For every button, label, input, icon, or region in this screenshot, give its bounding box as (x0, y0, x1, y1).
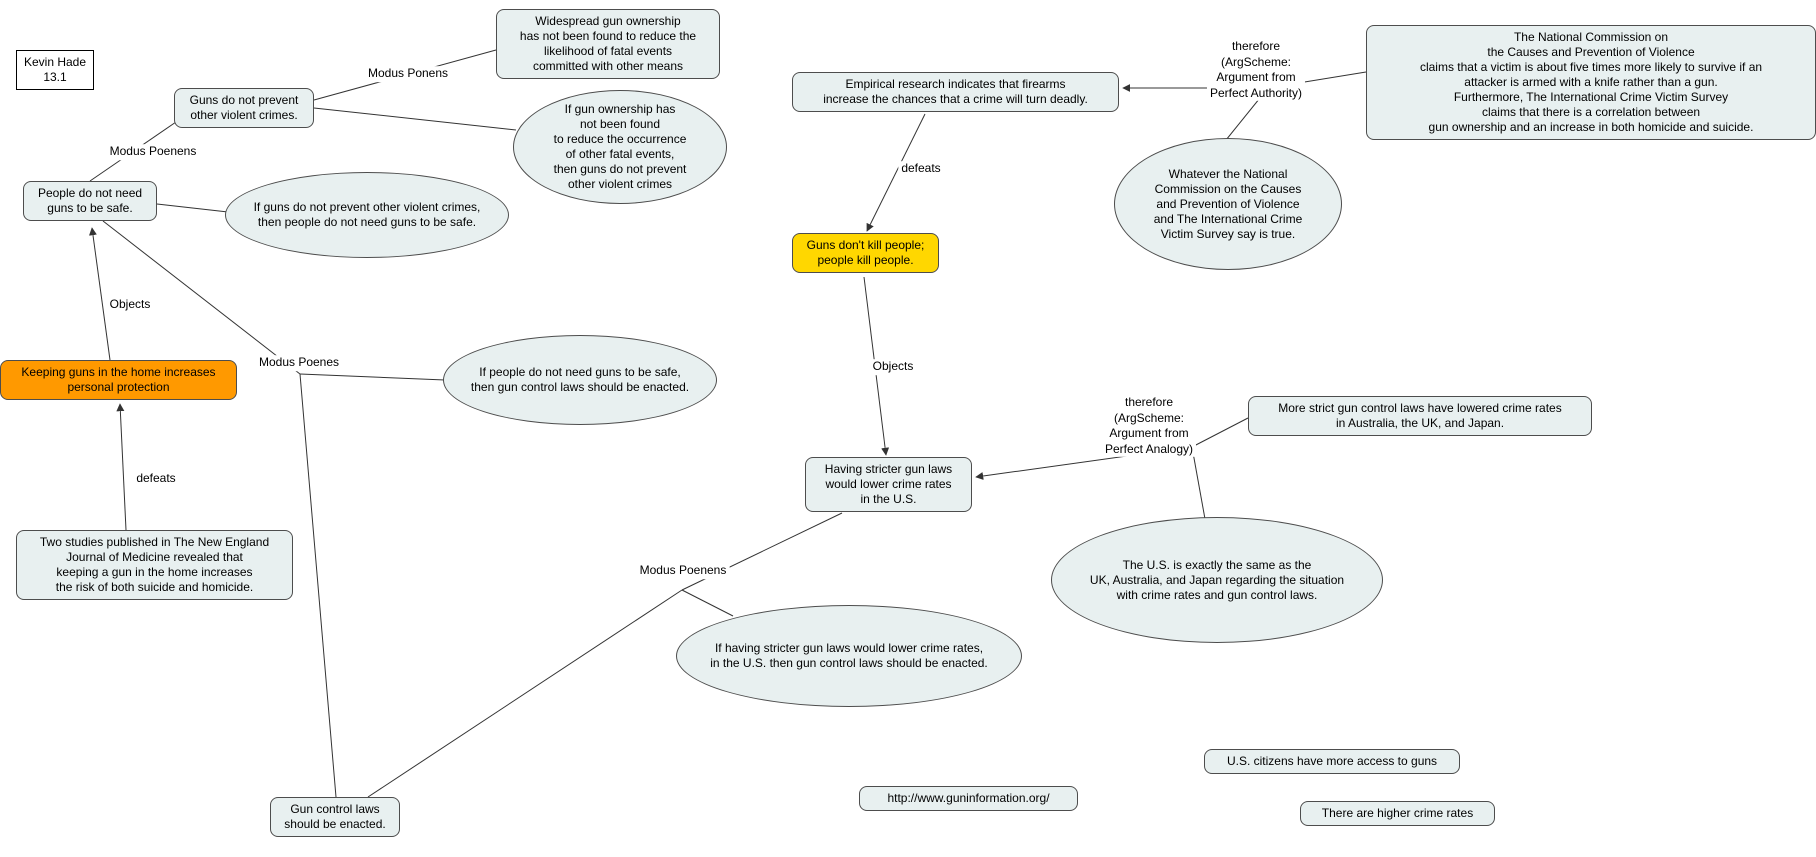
node-if-people-do-not-need[interactable]: If people do not need guns to be safe, t… (443, 335, 717, 425)
node-if-having-stricter[interactable]: If having stricter gun laws would lower … (676, 605, 1022, 707)
edge-if-guns-not-prevent-to-people[interactable] (156, 203, 229, 213)
node-guns-do-not-prevent[interactable]: Guns do not prevent other violent crimes… (174, 88, 314, 128)
edge-label-defeats-right[interactable]: defeats (898, 161, 944, 177)
edge-label-therefore-analogy[interactable]: therefore (ArgScheme: Argument from Perf… (1101, 394, 1197, 458)
edge-label-modus-poenes-mid[interactable]: Modus Poenes (255, 355, 343, 371)
edge-label-objects-right[interactable]: Objects (869, 359, 917, 375)
node-guns-dont-kill-people[interactable]: Guns don't kill people; people kill peop… (792, 233, 939, 273)
node-whatever-national-commission[interactable]: Whatever the National Commission on the … (1114, 138, 1342, 270)
edge-people-to-junction1[interactable] (102, 220, 301, 375)
edge-more-strict-to-junction4[interactable] (1191, 417, 1249, 448)
edge-if-gun-ownership-to-guns-not-prevent[interactable] (313, 107, 517, 131)
node-empirical-research[interactable]: Empirical research indicates that firear… (792, 72, 1119, 112)
edge-defeats-studies-to-keeping[interactable] (116, 403, 127, 531)
node-us-citizens-access[interactable]: U.S. citizens have more access to guns (1204, 749, 1460, 774)
edge-objects-keeping-to-people[interactable] (89, 227, 111, 361)
edge-label-modus-poenens-left[interactable]: Modus Poenens (106, 144, 200, 160)
edge-label-defeats-left[interactable]: defeats (133, 471, 179, 487)
node-keeping-guns-home[interactable]: Keeping guns in the home increases perso… (0, 360, 237, 400)
node-people-do-not-need-guns[interactable]: People do not need guns to be safe. (23, 181, 157, 221)
node-national-commission[interactable]: The National Commission on the Causes an… (1366, 25, 1816, 140)
node-us-exactly-same[interactable]: The U.S. is exactly the same as the UK, … (1051, 517, 1383, 643)
node-more-strict-gun-laws[interactable]: More strict gun control laws have lowere… (1248, 396, 1592, 436)
author-label[interactable]: Kevin Hade 13.1 (16, 50, 94, 90)
edge-us-exactly-to-junction4[interactable] (1191, 446, 1206, 520)
node-if-gun-ownership[interactable]: If gun ownership has not been found to r… (513, 90, 727, 204)
node-if-guns-do-not-prevent[interactable]: If guns do not prevent other violent cri… (225, 172, 509, 258)
node-two-studies[interactable]: Two studies published in The New England… (16, 530, 293, 600)
edge-label-modus-poenens-right[interactable]: Modus Poenens (636, 563, 730, 579)
edge-if-having-to-junction2[interactable] (681, 589, 734, 617)
node-higher-crime-rates[interactable]: There are higher crime rates (1300, 801, 1495, 826)
node-having-stricter-gun-laws[interactable]: Having stricter gun laws would lower cri… (805, 457, 972, 512)
node-gun-control-laws[interactable]: Gun control laws should be enacted. (270, 797, 400, 837)
edge-if-people-to-junction1[interactable] (299, 373, 446, 381)
edge-junction1-to-gun-control[interactable] (299, 373, 337, 798)
edge-label-therefore-authority[interactable]: therefore (ArgScheme: Argument from Perf… (1206, 38, 1306, 102)
edge-label-objects-left[interactable]: Objects (106, 297, 154, 313)
node-url[interactable]: http://www.guninformation.org/ (859, 786, 1078, 811)
edge-defeats-empirical-to-guns-dont-kill[interactable] (866, 113, 926, 232)
node-widespread-gun-ownership[interactable]: Widespread gun ownership has not been fo… (496, 9, 720, 79)
edge-label-modus-ponens-top[interactable]: Modus Ponens (364, 66, 452, 82)
edge-junction2-to-gun-control[interactable] (367, 589, 683, 798)
